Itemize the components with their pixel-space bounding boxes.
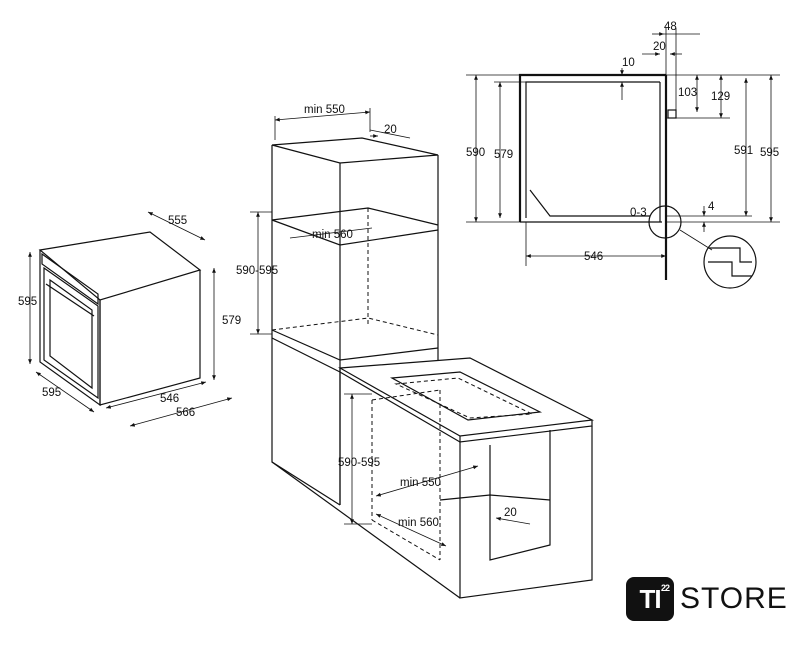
tall-cabinet-dimensions: min 550 20 min 560 590-595 xyxy=(236,104,411,335)
tall-cabinet-dim-20: 20 xyxy=(384,124,397,136)
section-dim-129: 129 xyxy=(711,91,730,103)
oven-dim-566: 566 xyxy=(176,407,195,419)
oven-dim-546: 546 xyxy=(160,393,179,405)
logo-wordmark: STORE xyxy=(680,582,788,615)
base-cabinet-dim-min550: min 550 xyxy=(400,477,441,489)
base-cabinet-dim-20: 20 xyxy=(504,507,517,519)
section-view-dimensions: 48 20 10 103 129 590 579 591 595 0-3 4 5… xyxy=(466,21,780,266)
oven-dim-579: 579 xyxy=(222,315,241,327)
logo-mark-text: TI xyxy=(639,583,661,614)
tall-cabinet-drawing xyxy=(271,137,439,506)
base-cabinet-dim-590-595: 590-595 xyxy=(338,457,380,469)
base-cabinet-dimensions: 590-595 min 550 min 560 20 xyxy=(338,393,531,547)
base-cabinet-drawing xyxy=(271,357,595,599)
section-dim-591: 591 xyxy=(734,145,753,157)
section-dim-103: 103 xyxy=(678,87,697,99)
oven-drawing xyxy=(38,231,202,407)
oven-dim-595-height: 595 xyxy=(18,296,37,308)
oven-dimensions: 555 595 579 595 546 566 xyxy=(18,211,241,427)
section-dim-48: 48 xyxy=(664,21,677,33)
section-dim-579: 579 xyxy=(494,149,513,161)
section-dim-10: 10 xyxy=(622,57,635,69)
section-dim-20: 20 xyxy=(653,41,666,53)
oven-dim-555: 555 xyxy=(168,215,187,227)
section-dim-546: 546 xyxy=(584,251,603,263)
base-cabinet-dim-min560: min 560 xyxy=(398,517,439,529)
tall-cabinet-dim-min560: min 560 xyxy=(312,229,353,241)
logo-mark: TI 22 xyxy=(626,577,674,621)
logo-superscript: 22 xyxy=(660,583,670,593)
section-dim-590: 590 xyxy=(466,147,485,159)
store-logo: TI 22 STORE xyxy=(626,576,788,622)
section-dim-595: 595 xyxy=(760,147,779,159)
section-dim-4: 4 xyxy=(708,201,715,213)
tall-cabinet-dim-590-595: 590-595 xyxy=(236,265,278,277)
section-dim-0-3: 0-3 xyxy=(630,207,647,219)
tall-cabinet-dim-min550: min 550 xyxy=(304,104,345,116)
oven-dim-595-width: 595 xyxy=(42,387,61,399)
